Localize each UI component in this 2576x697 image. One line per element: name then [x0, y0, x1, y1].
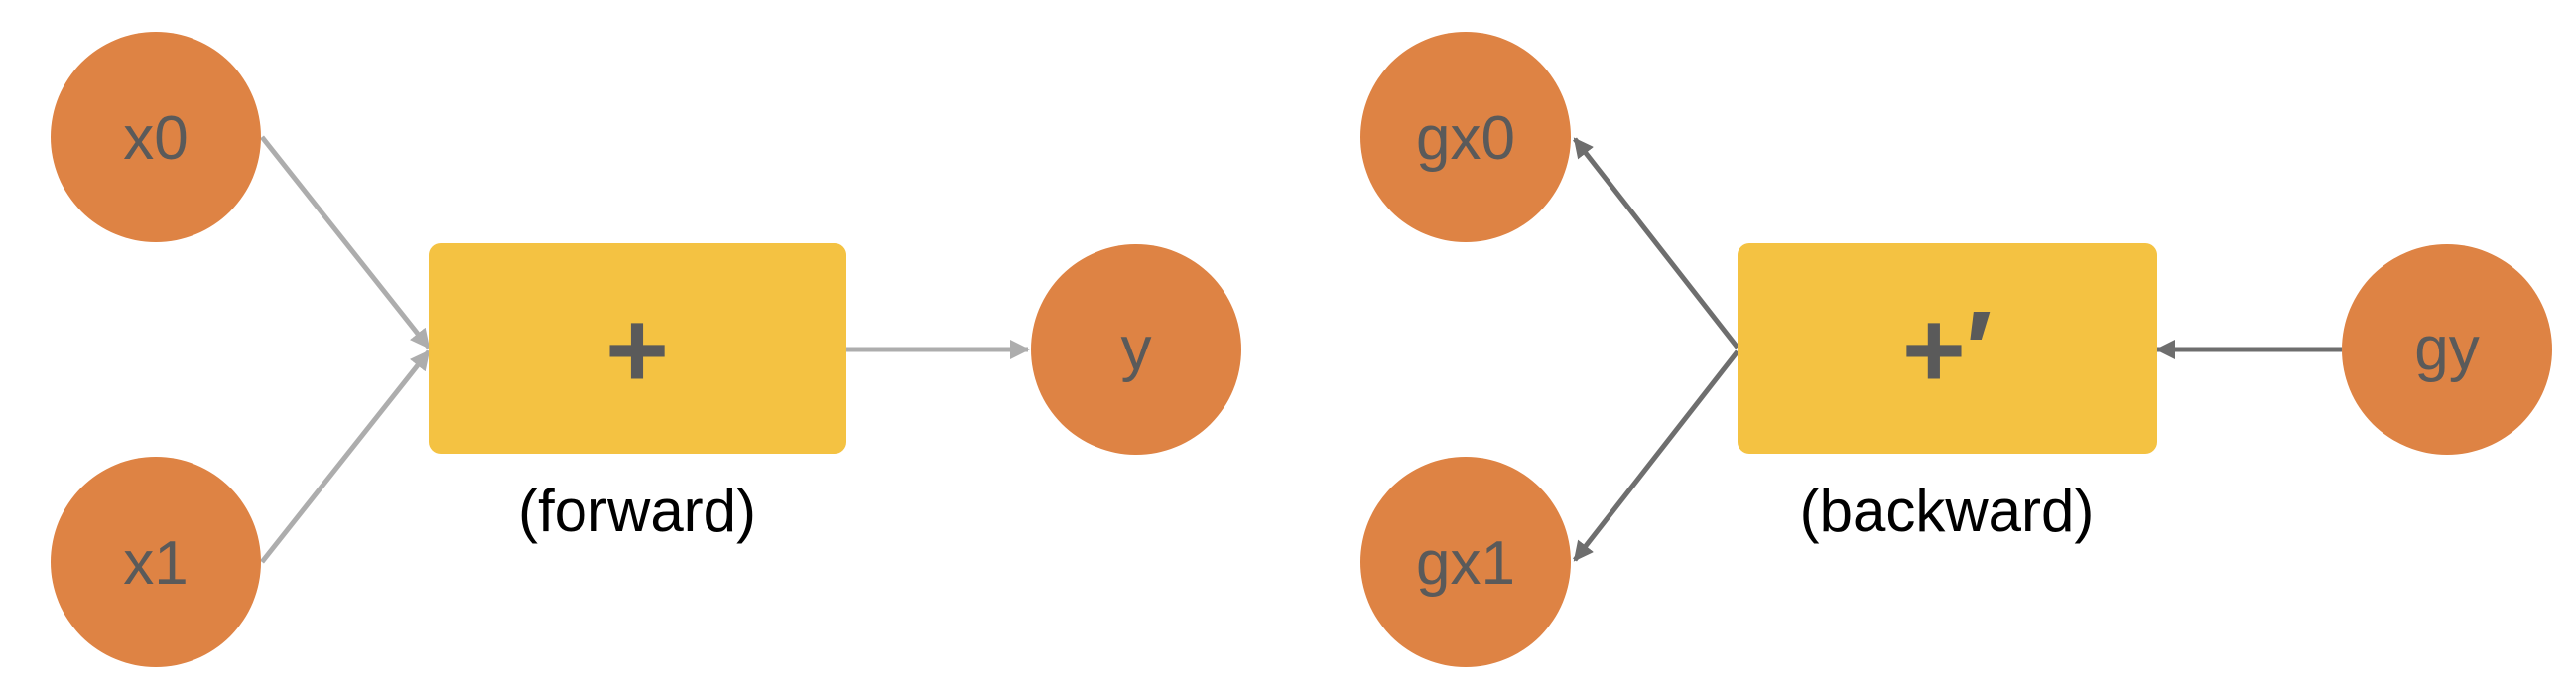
edge-x0-to-add	[260, 135, 431, 349]
node-x1: x1	[51, 457, 261, 667]
backward-caption: (backward)	[1800, 478, 2095, 544]
node-y-label: y	[1121, 315, 1152, 383]
node-gx1-label: gx1	[1416, 529, 1515, 598]
node-x0: x0	[51, 32, 261, 242]
edge-x1-to-add	[260, 349, 431, 564]
node-gy: gy	[2342, 244, 2552, 455]
node-gx1: gx1	[1360, 457, 1571, 667]
forward-caption: (forward)	[518, 478, 756, 544]
function-add-symbol: +	[605, 289, 669, 411]
forward-graph: x0 x1 + y (forward)	[51, 32, 1241, 667]
node-x0-label: x0	[123, 104, 188, 173]
edge-add-to-gx1	[1573, 349, 1739, 562]
node-y: y	[1031, 244, 1241, 455]
node-gy-label: gy	[2414, 315, 2479, 383]
node-x1-label: x1	[123, 529, 188, 598]
function-add: +	[429, 243, 846, 454]
backward-graph: gx0 gx1 +′ gy (backward)	[1360, 32, 2552, 667]
function-add-prime: +′	[1738, 243, 2157, 454]
edge-add-to-gx0	[1573, 137, 1739, 349]
node-gx0: gx0	[1360, 32, 1571, 242]
node-gx0-label: gx0	[1416, 104, 1515, 173]
function-add-prime-symbol: +′	[1902, 289, 1993, 411]
